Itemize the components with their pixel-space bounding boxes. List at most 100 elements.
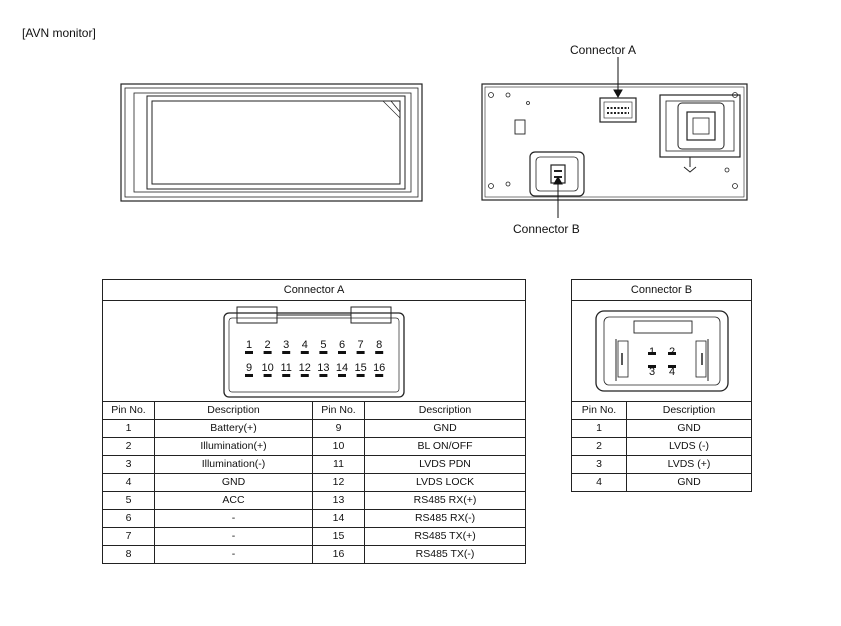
- pin-number-label: 12: [299, 362, 311, 374]
- connector-b-header-description: Description: [626, 401, 752, 420]
- pin-number-label: 2: [265, 339, 271, 351]
- connector-b-bottom-terminals: [647, 365, 676, 368]
- pin-number-label: 11: [281, 362, 292, 374]
- connector-b-title: Connector B: [571, 279, 752, 301]
- pin-description-cell: LVDS (-): [626, 437, 752, 456]
- connector-a-bottom-terminals: [245, 374, 384, 377]
- pin-description-cell: GND: [363, 419, 527, 438]
- pin-number-cell: 8: [102, 545, 155, 564]
- pin-terminal: [245, 374, 254, 377]
- pin-number-cell: 2: [102, 437, 155, 456]
- connector-b-leader: [553, 175, 563, 218]
- pin-number-cell: 16: [312, 545, 365, 564]
- pin-number-label: 8: [376, 339, 382, 351]
- pin-number-label: 1: [648, 346, 654, 358]
- pin-number-cell: 3: [102, 455, 155, 474]
- pin-number-cell: 7: [102, 527, 155, 546]
- pin-number-cell: 9: [312, 419, 365, 438]
- connector-a-top-terminals: [245, 351, 384, 354]
- pin-number-label: 10: [261, 362, 273, 374]
- monitor-rear-view: [481, 83, 748, 201]
- pin-terminal: [263, 374, 272, 377]
- pin-terminal: [263, 351, 272, 354]
- pin-terminal: [647, 352, 656, 355]
- pin-description-cell: -: [154, 527, 313, 546]
- pin-description-cell: Illumination(-): [154, 455, 313, 474]
- pin-number-cell: 1: [102, 419, 155, 438]
- connector-a-header-description: Description: [154, 401, 313, 420]
- pin-number-label: 2: [668, 346, 674, 358]
- connector-b-header-pin: Pin No.: [571, 401, 627, 420]
- pin-description-cell: GND: [154, 473, 313, 492]
- pin-number-label: 5: [320, 339, 326, 351]
- pin-description-cell: RS485 TX(-): [363, 545, 527, 564]
- pin-description-cell: GND: [626, 419, 752, 438]
- pin-number-cell: 5: [102, 491, 155, 510]
- pin-terminal: [319, 374, 328, 377]
- pin-number-label: 6: [339, 339, 345, 351]
- pin-description-cell: -: [154, 509, 313, 528]
- pin-number-cell: 14: [312, 509, 365, 528]
- pin-description-cell: LVDS (+): [626, 455, 752, 474]
- pin-number-label: 14: [336, 362, 348, 374]
- monitor-front-view: [120, 83, 423, 202]
- pin-terminal: [245, 351, 254, 354]
- pin-terminal: [356, 374, 365, 377]
- pin-terminal: [319, 351, 328, 354]
- connector-a-title: Connector A: [101, 279, 527, 301]
- pin-terminal: [667, 352, 676, 355]
- pin-description-cell: ACC: [154, 491, 313, 510]
- pin-number-label: 9: [246, 362, 252, 374]
- pin-terminal: [338, 351, 347, 354]
- pin-number-cell: 4: [102, 473, 155, 492]
- pin-terminal: [356, 351, 365, 354]
- pin-number-label: 3: [648, 366, 654, 378]
- pin-description-cell: BL ON/OFF: [363, 437, 527, 456]
- pin-terminal: [300, 374, 309, 377]
- pin-terminal: [647, 365, 656, 368]
- pin-description-cell: LVDS LOCK: [363, 473, 527, 492]
- page-heading: [AVN monitor]: [22, 26, 96, 40]
- pin-number-cell: 10: [312, 437, 365, 456]
- pin-terminal: [282, 374, 291, 377]
- pin-description-cell: GND: [626, 473, 752, 492]
- pin-number-cell: 3: [571, 455, 627, 474]
- connector-a-header-pin: Pin No.: [102, 401, 155, 420]
- connector-a-header-pin: Pin No.: [312, 401, 365, 420]
- pin-number-label: 4: [302, 339, 308, 351]
- pin-number-label: 7: [358, 339, 364, 351]
- pin-number-cell: 6: [102, 509, 155, 528]
- pin-terminal: [338, 374, 347, 377]
- pin-number-cell: 15: [312, 527, 365, 546]
- connector-a-leader: [613, 57, 623, 99]
- pin-description-cell: RS485 TX(+): [363, 527, 527, 546]
- pin-terminal: [300, 351, 309, 354]
- pin-terminal: [667, 365, 676, 368]
- pin-description-cell: Battery(+): [154, 419, 313, 438]
- pin-number-label: 13: [317, 362, 329, 374]
- pin-number-cell: 12: [312, 473, 365, 492]
- connector-a-callout: Connector A: [570, 43, 637, 57]
- pin-terminal: [375, 374, 384, 377]
